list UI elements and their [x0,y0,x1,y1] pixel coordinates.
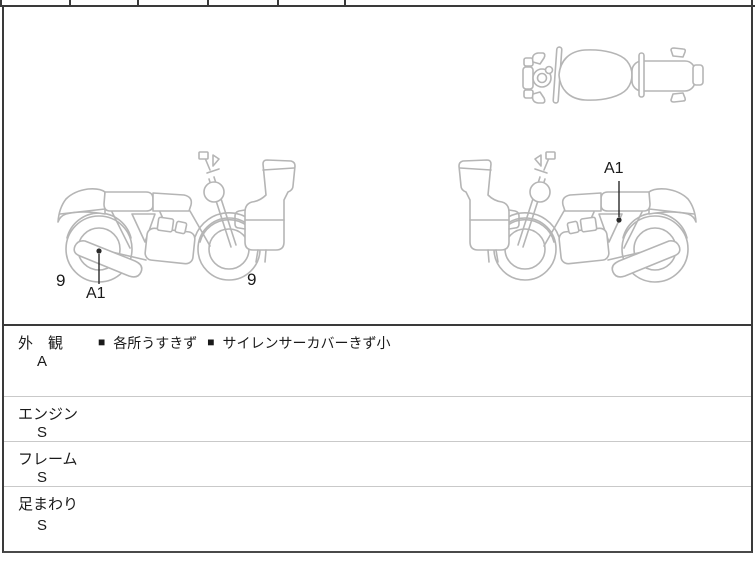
header-cell-divider [751,0,753,5]
section-row-exterior: 外 観 A ■ 各所うすきず ■ サイレンサーカバーきず小 [4,326,751,397]
damage-label-a1-right-bike: A1 [604,160,624,177]
section-name: 足まわり [18,496,79,513]
section-notes: ■ 各所うすきず ■ サイレンサーカバーきず小 [98,333,401,353]
damage-label-a1-left-bike: A1 [86,285,106,302]
section-grade: A [37,353,48,370]
section-row-frame: フレーム S [4,442,751,487]
section-row-undercarriage: 足まわり S [4,487,751,550]
note-text: サイレンサーカバーきず小 [222,335,391,351]
cropped-header-row [0,0,755,7]
damage-label-9-rear-left-bike: 9 [56,271,66,290]
square-bullet-icon: ■ [207,335,215,349]
section-name: エンジン [18,406,79,423]
header-cell-divider [207,0,209,5]
damage-label-9-front-left-bike: 9 [247,270,257,289]
note-text: 各所うすきず [113,335,198,351]
header-cell-divider [344,0,346,5]
section-name: フレーム [18,451,78,468]
section-name: 外 観 [18,335,64,352]
header-cell-divider [0,0,2,5]
section-row-engine: エンジン S [4,397,751,442]
header-cell-divider [137,0,139,5]
sheet-body-frame: 9 A1 9 A1 外 観 A ■ 各所うすきず ■ サイレンサーカバーきず小 … [2,7,753,553]
square-bullet-icon: ■ [98,335,106,349]
header-cell-divider [69,0,71,5]
section-grade: S [37,469,48,486]
inspection-sections: 外 観 A ■ 各所うすきず ■ サイレンサーカバーきず小 エンジン S フレー… [4,326,751,550]
section-grade: S [37,517,48,534]
motorcycle-diagram [57,46,704,284]
section-grade: S [37,424,48,441]
header-cell-divider [277,0,279,5]
condition-diagram-area: 9 A1 9 A1 [4,7,751,326]
